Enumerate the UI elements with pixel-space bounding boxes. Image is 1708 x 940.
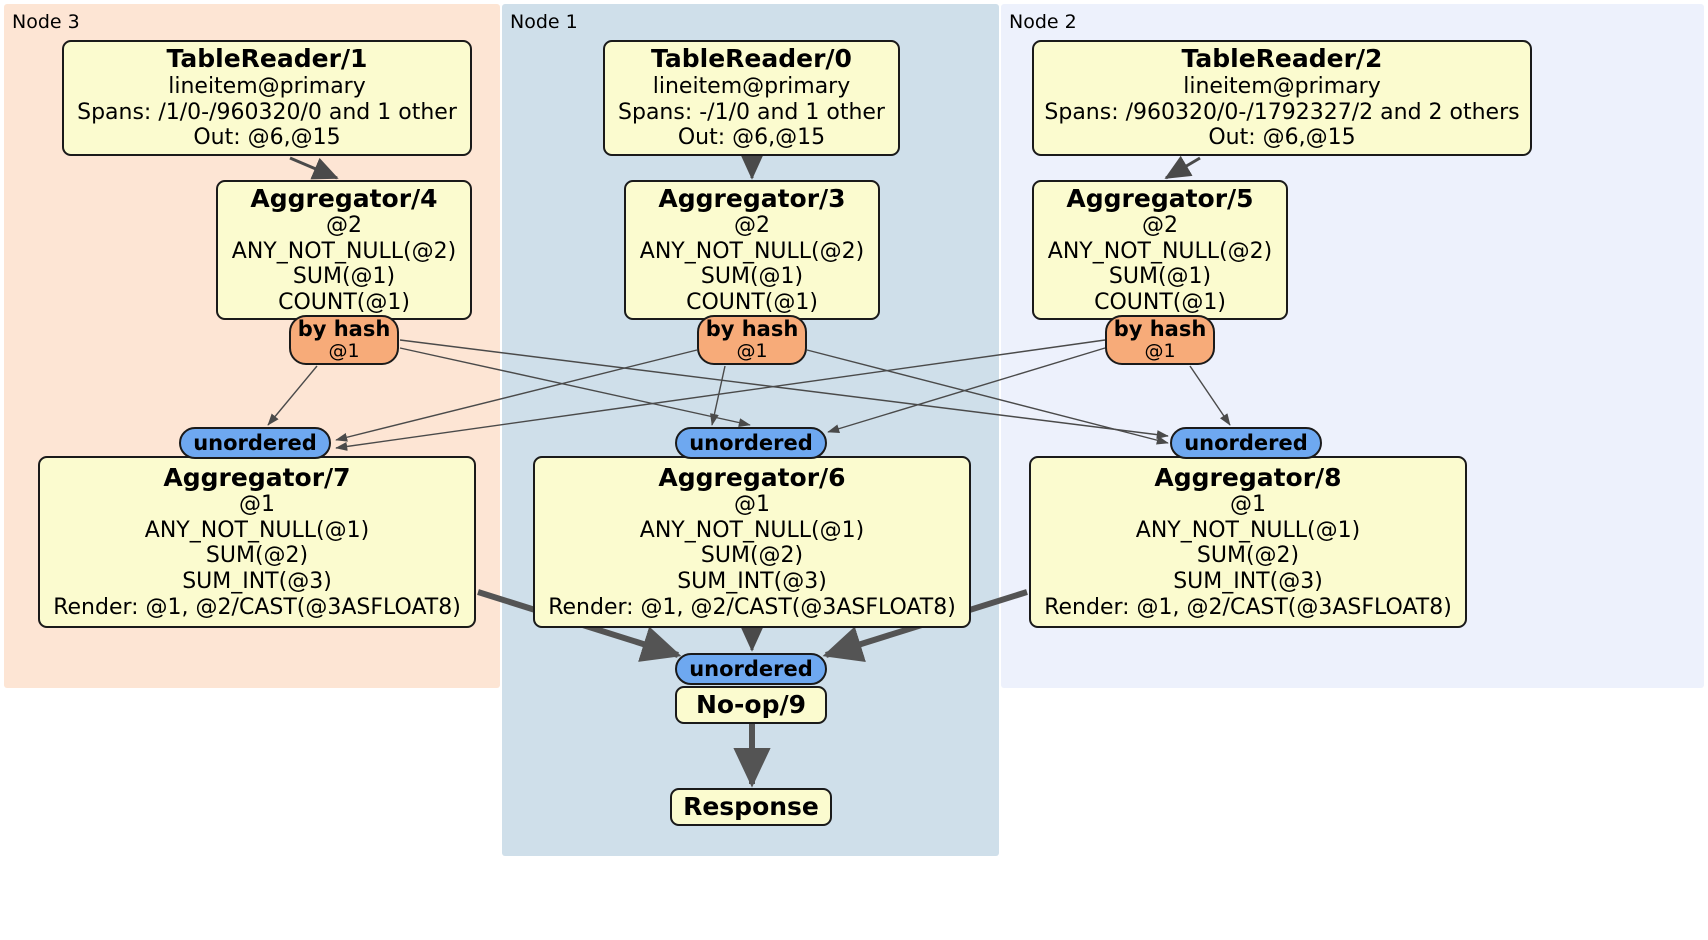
edge-byhash5-to-unordered6 (827, 347, 1106, 434)
synchronizer-unordered8[interactable]: unordered (1170, 427, 1322, 459)
processor-title: Aggregator/6 (658, 462, 846, 492)
processor-noop9[interactable]: No-op/9 (675, 686, 827, 724)
synchronizer-unordered9[interactable]: unordered (675, 653, 827, 685)
processor-detail-line: SUM(@1) (1108, 264, 1212, 290)
edge-byhash5-to-unordered7 (335, 339, 1106, 451)
edge-byhash3-to-unordered7 (335, 349, 698, 442)
processor-title: Aggregator/5 (1066, 183, 1254, 213)
processor-detail-line: Render: @1, @2/CAST(@3ASFLOAT8) (548, 594, 956, 620)
processor-detail-line: SUM_INT(@3) (677, 569, 827, 594)
synchronizer-label: unordered (689, 430, 813, 455)
synchronizer-label: unordered (689, 656, 813, 681)
router-label: by hash (705, 317, 799, 341)
processor-detail-line: ANY_NOT_NULL(@1) (144, 517, 370, 543)
processor-detail-line: ANY_NOT_NULL(@2) (1047, 238, 1273, 264)
synchronizer-unordered6[interactable]: unordered (675, 427, 827, 459)
processor-detail-line: SUM(@2) (1196, 543, 1300, 569)
processor-detail-line: ANY_NOT_NULL(@2) (231, 238, 457, 264)
processor-title: Aggregator/8 (1154, 462, 1342, 492)
processor-title: Aggregator/3 (658, 183, 846, 213)
processor-detail-line: SUM(@1) (700, 264, 804, 290)
processor-detail-line: SUM(@1) (292, 264, 396, 290)
processor-detail-line: Out: @6,@15 (1208, 125, 1356, 151)
cluster-label-node2: Node 2 (1009, 11, 1077, 33)
cluster-label-node3: Node 3 (12, 11, 80, 33)
processor-title: No-op/9 (695, 689, 807, 719)
edge-byhash3-to-unordered8 (806, 349, 1169, 445)
processor-detail-line: @2 (1142, 213, 1178, 239)
processor-detail-line: SUM_INT(@3) (182, 569, 332, 594)
cluster-label-node1: Node 1 (510, 11, 578, 33)
router-byhash3[interactable]: by hash@1 (697, 315, 807, 365)
processor-title: Aggregator/4 (250, 183, 438, 213)
processor-detail-line: Out: @6,@15 (677, 125, 826, 151)
processor-detail-line: COUNT(@1) (278, 289, 410, 315)
processor-detail-line: SUM_INT(@3) (1173, 569, 1323, 594)
processor-response[interactable]: Response (670, 788, 832, 826)
processor-detail-line: SUM(@2) (700, 543, 804, 569)
synchronizer-label: unordered (193, 430, 317, 455)
processor-title: Aggregator/7 (163, 462, 351, 492)
router-column: @1 (1144, 340, 1176, 363)
processor-detail-line: Spans: /1/0-/960320/0 and 1 other (77, 99, 457, 125)
processor-detail-line: Render: @1, @2/CAST(@3ASFLOAT8) (53, 594, 461, 620)
processor-detail-line: @1 (239, 492, 275, 518)
synchronizer-label: unordered (1184, 430, 1308, 455)
processor-detail-line: @2 (326, 213, 362, 239)
processor-detail-line: @1 (734, 492, 770, 518)
processor-detail-line: Render: @1, @2/CAST(@3ASFLOAT8) (1044, 594, 1452, 620)
processor-detail-line: lineitem@primary (652, 73, 851, 99)
edge-byhash3-to-unordered6 (710, 365, 726, 426)
processor-detail-line: ANY_NOT_NULL(@2) (639, 238, 865, 264)
processor-detail-line: ANY_NOT_NULL(@1) (639, 517, 865, 543)
edge-byhash4-to-unordered6 (399, 339, 1169, 440)
processor-title: Response (683, 791, 819, 821)
router-byhash5[interactable]: by hash@1 (1105, 315, 1215, 365)
router-label: by hash (1113, 317, 1207, 341)
processor-detail-line: COUNT(@1) (1094, 289, 1226, 315)
processor-detail-line: COUNT(@1) (686, 289, 818, 315)
processor-detail-line: @2 (734, 213, 770, 239)
processor-title: TableReader/2 (1181, 44, 1383, 74)
router-column: @1 (328, 340, 360, 363)
processor-detail-line: @1 (1230, 492, 1266, 518)
router-column: @1 (736, 340, 768, 363)
processor-title: TableReader/0 (651, 44, 852, 74)
processor-detail-line: Spans: /960320/0-/1792327/2 and 2 others (1044, 99, 1520, 125)
router-byhash4[interactable]: by hash@1 (289, 315, 399, 365)
edge-byhash4-to-unordered8 (399, 347, 751, 427)
processor-detail-line: lineitem@primary (168, 73, 366, 99)
processor-title: TableReader/1 (166, 44, 368, 74)
synchronizer-unordered7[interactable]: unordered (179, 427, 331, 459)
processor-detail-line: lineitem@primary (1183, 73, 1381, 99)
edge-byhash5-to-unordered8 (1189, 365, 1231, 426)
processor-detail-line: SUM(@2) (205, 543, 309, 569)
processor-detail-line: ANY_NOT_NULL(@1) (1135, 517, 1361, 543)
edge-tablereader2-to-aggregator5 (1164, 155, 1201, 180)
processor-detail-line: Spans: -/1/0 and 1 other (618, 99, 885, 125)
edge-tablereader1-to-aggregator4 (289, 156, 339, 180)
edge-byhash4-to-unordered7 (267, 365, 318, 426)
router-label: by hash (297, 317, 391, 341)
processor-detail-line: Out: @6,@15 (193, 125, 341, 151)
